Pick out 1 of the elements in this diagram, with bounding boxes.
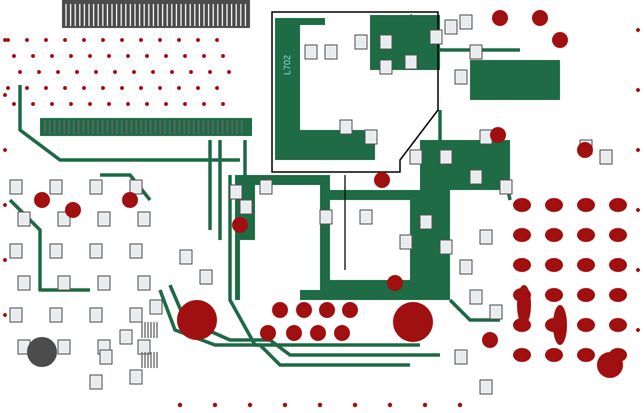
pcb-drawing: L702 (3, 0, 640, 408)
